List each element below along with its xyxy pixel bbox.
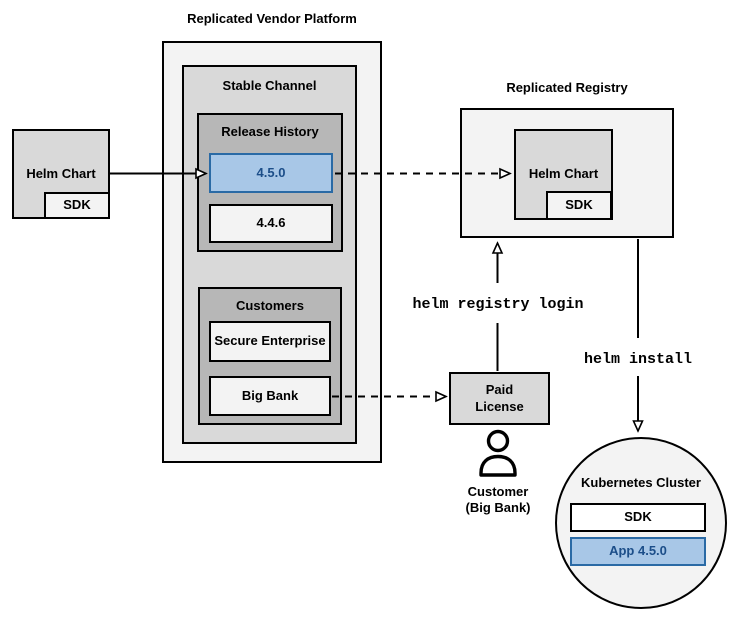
customer-label: Customer (Big Bank) — [447, 484, 549, 517]
vendor-platform-title: Replicated Vendor Platform — [187, 11, 357, 26]
customer-label-line1: Customer — [467, 484, 529, 499]
customer-secure-enterprise: Secure Enterprise — [209, 321, 331, 362]
release-4-5-0: 4.5.0 — [209, 153, 333, 193]
helm-registry-login-command: helm registry login — [412, 296, 584, 313]
paid-license-box: Paid License — [449, 372, 550, 425]
cluster-sdk-box: SDK — [570, 503, 706, 532]
kubernetes-cluster-label: Kubernetes Cluster — [581, 475, 701, 490]
release-history-label: Release History — [221, 124, 319, 139]
cluster-app-box: App 4.5.0 — [570, 537, 706, 566]
customer-big-bank: Big Bank — [209, 376, 331, 416]
stable-channel-label: Stable Channel — [222, 78, 317, 93]
customer-label-line2: (Big Bank) — [465, 500, 531, 516]
release-4-4-6: 4.4.6 — [209, 204, 333, 243]
customer-person-icon — [479, 429, 517, 477]
source-sdk-box: SDK — [44, 192, 110, 219]
customers-label: Customers — [236, 298, 304, 313]
registry-title: Replicated Registry — [506, 80, 628, 95]
helm-install-command: helm install — [583, 351, 693, 368]
registry-sdk-box: SDK — [546, 191, 612, 220]
